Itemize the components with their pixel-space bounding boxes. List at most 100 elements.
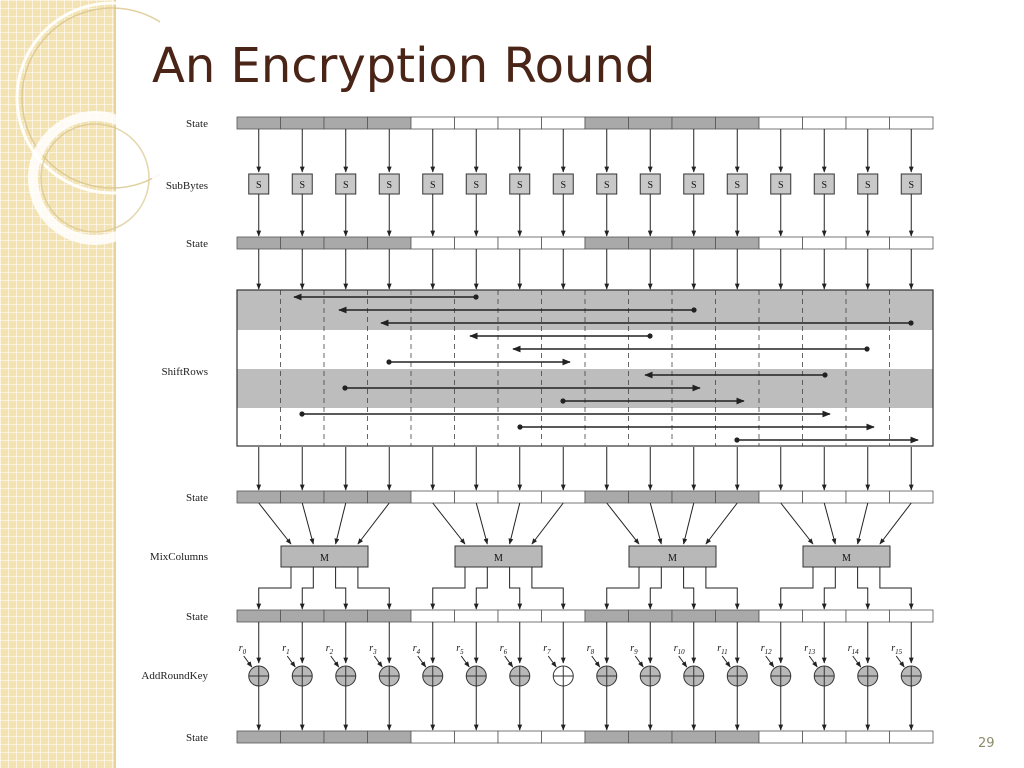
sbox-label-0: S <box>256 180 262 191</box>
round-key-index-11: 11 <box>721 648 727 656</box>
state-cell-0-2 <box>323 116 368 130</box>
sbox-label-3: S <box>386 180 392 191</box>
state-cell-2-2 <box>323 490 368 504</box>
mix-in-arrow-8 <box>606 502 640 545</box>
state-cell-4-15 <box>889 730 934 744</box>
sbox-label-14: S <box>865 180 871 191</box>
sidebar-edge <box>114 0 116 768</box>
state-cell-3-5 <box>454 609 499 623</box>
round-key-label-1: r1 <box>282 643 289 656</box>
decorative-circles <box>15 1 160 245</box>
state-cell-1-2 <box>323 236 368 250</box>
mix-box-0 <box>280 545 369 568</box>
round-key-index-7: 7 <box>547 648 551 656</box>
shiftrows-arrow-dot-11 <box>734 437 740 443</box>
mix-out-arrow-10 <box>683 567 697 610</box>
state-cell-2-3 <box>367 490 412 504</box>
round-key-label-14: r14 <box>848 643 859 656</box>
subbytes-label: SubBytes <box>166 180 208 192</box>
mix-out-arrow-9 <box>647 567 662 610</box>
state-cell-4-0 <box>236 730 281 744</box>
mix-label-3: M <box>842 553 851 564</box>
state-cell-4-7 <box>541 730 586 744</box>
state-cell-3-13 <box>802 609 847 623</box>
round-key-arrow-4 <box>417 655 427 668</box>
mix-in-arrow-11 <box>705 502 738 545</box>
sbox-label-13: S <box>821 180 827 191</box>
round-key-label-9: r9 <box>630 643 638 656</box>
state-cell-3-14 <box>845 609 890 623</box>
state-cell-2-1 <box>280 490 325 504</box>
mix-box-2 <box>628 545 717 568</box>
shiftrows-arrow-dot-0 <box>473 294 479 300</box>
state-cell-0-7 <box>541 116 586 130</box>
round-key-arrow-13 <box>808 655 818 668</box>
mix-in-arrow-6 <box>508 502 521 545</box>
state-cell-4-9 <box>628 730 673 744</box>
round-key-index-5: 5 <box>460 648 464 656</box>
round-key-label-6: r6 <box>500 643 508 656</box>
state-cell-1-9 <box>628 236 673 250</box>
sbox-label-2: S <box>343 180 349 191</box>
mix-in-arrow-13 <box>823 502 837 545</box>
state-cell-3-8 <box>584 609 629 623</box>
sbox-label-5: S <box>473 180 479 191</box>
state-cell-1-14 <box>845 236 890 250</box>
state-cell-3-7 <box>541 609 586 623</box>
state-cell-3-2 <box>323 609 368 623</box>
state-cell-3-10 <box>671 609 716 623</box>
round-key-index-1: 1 <box>286 648 290 656</box>
state-cell-0-14 <box>845 116 890 130</box>
state-cell-4-6 <box>497 730 542 744</box>
mix-in-arrow-3 <box>357 502 390 545</box>
slide-title: An Encryption Round <box>152 38 656 94</box>
sbox-label-8: S <box>604 180 610 191</box>
mix-in-arrow-7 <box>531 502 564 545</box>
state-cell-2-7 <box>541 490 586 504</box>
mix-out-arrow-4 <box>430 567 466 610</box>
state-cell-1-3 <box>367 236 412 250</box>
state-cell-0-10 <box>671 116 716 130</box>
state-cell-3-6 <box>497 609 542 623</box>
state-cell-3-3 <box>367 609 412 623</box>
round-key-index-3: 3 <box>372 648 377 656</box>
mix-label-2: M <box>668 553 677 564</box>
round-key-arrow-9 <box>634 655 644 668</box>
state-cell-1-10 <box>671 236 716 250</box>
round-key-index-13: 13 <box>808 648 816 656</box>
round-key-index-10: 10 <box>678 648 686 656</box>
mix-in-arrow-4 <box>432 502 466 545</box>
mixcolumns-label: MixColumns <box>150 551 208 563</box>
state-cell-2-15 <box>889 490 934 504</box>
mix-label-0: M <box>320 553 329 564</box>
state-cell-3-0 <box>236 609 281 623</box>
sbox-label-7: S <box>560 180 566 191</box>
round-key-index-14: 14 <box>852 648 860 656</box>
round-key-arrow-7 <box>547 655 557 668</box>
sbox-label-9: S <box>647 180 653 191</box>
mix-label-1: M <box>494 553 503 564</box>
state-label-2: State <box>186 492 208 504</box>
round-key-arrow-14 <box>852 655 862 668</box>
mix-out-arrow-8 <box>604 567 640 610</box>
state-cell-2-11 <box>715 490 760 504</box>
sbox-label-12: S <box>778 180 784 191</box>
mix-box-1 <box>454 545 543 568</box>
mix-out-arrow-5 <box>473 567 488 610</box>
mix-in-arrow-9 <box>649 502 663 545</box>
round-key-index-8: 8 <box>591 648 595 656</box>
state-cell-0-3 <box>367 116 412 130</box>
state-label-1: State <box>186 238 208 250</box>
round-key-index-12: 12 <box>765 648 773 656</box>
state-cell-3-4 <box>410 609 455 623</box>
round-key-label-8: r8 <box>587 643 595 656</box>
mix-in-arrow-5 <box>475 502 489 545</box>
state-cell-0-12 <box>758 116 803 130</box>
round-key-arrow-2 <box>330 655 340 668</box>
sbox-label-6: S <box>517 180 523 191</box>
state-cell-2-9 <box>628 490 673 504</box>
shiftrows-arrow-dot-8 <box>560 398 566 404</box>
mix-in-arrow-10 <box>682 502 695 545</box>
mix-in-arrow-2 <box>334 502 347 545</box>
